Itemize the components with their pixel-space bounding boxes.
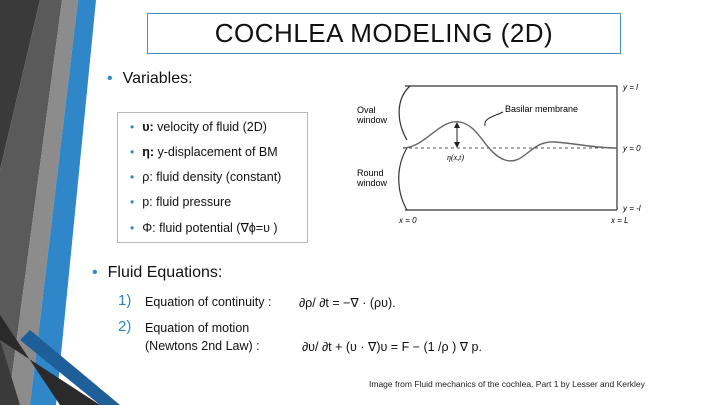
- x-right-label: x = L: [610, 216, 629, 225]
- x-left-label: x = 0: [398, 216, 417, 225]
- bullet-icon: •: [130, 120, 135, 134]
- bullet-icon: •: [130, 170, 135, 184]
- eta-label: η(x,t): [447, 153, 464, 162]
- equation-label-2: (Newtons 2nd Law) :: [145, 339, 260, 353]
- variable-text: velocity of fluid (2D): [157, 120, 267, 134]
- y-top-label: y = l: [622, 83, 638, 92]
- variable-item: • ρ: fluid density (constant): [130, 170, 281, 184]
- title-box: COCHLEA MODELING (2D): [147, 13, 621, 54]
- bullet-icon: •: [130, 221, 135, 235]
- basilar-membrane-line: [402, 121, 618, 162]
- equation-formula: ∂ρ/ ∂t = −∇ · (ρυ).: [299, 296, 396, 310]
- eta-arrowhead-up: [454, 122, 460, 128]
- equation-number: 1): [118, 292, 132, 309]
- variable-symbol: υ:: [142, 120, 154, 134]
- equations-heading: • Fluid Equations:: [92, 264, 222, 282]
- variable-text: fluid pressure: [156, 195, 232, 209]
- variable-item: • Φ: fluid potential (∇ϕ=υ ): [130, 220, 278, 235]
- variable-symbol: p:: [142, 195, 153, 209]
- eta-arrowhead-down: [454, 142, 460, 148]
- bullet-icon: •: [130, 145, 135, 159]
- variable-item: • υ: velocity of fluid (2D): [130, 120, 267, 134]
- equation-label: Equation of continuity :: [145, 295, 272, 309]
- variables-box: • υ: velocity of fluid (2D) • η: y-displac…: [117, 112, 308, 243]
- variables-heading-text: Variables:: [122, 70, 193, 87]
- bullet-icon: •: [130, 195, 135, 209]
- variable-item: • p: fluid pressure: [130, 195, 231, 209]
- membrane-pointer: [484, 111, 504, 127]
- y-mid-label: y = 0: [622, 144, 641, 153]
- equation-number: 2): [118, 318, 132, 335]
- oval-window-curve: [398, 85, 411, 141]
- equation-formula: ∂υ/ ∂t + (υ · ∇)υ = F − (1 /ρ ) ∇ p.: [302, 340, 482, 354]
- variable-text: y-displacement of BM: [157, 145, 278, 159]
- bullet-icon: •: [92, 264, 98, 281]
- variables-heading: • Variables:: [107, 70, 193, 88]
- variable-text: fluid potential (∇ϕ=υ ): [159, 221, 278, 235]
- variable-symbol: ρ:: [142, 170, 153, 184]
- basilar-membrane-label: Basilar membrane: [505, 104, 578, 114]
- decorative-stripes: [0, 0, 120, 405]
- variable-symbol: η:: [142, 145, 155, 159]
- variable-symbol: Φ:: [142, 221, 156, 235]
- image-credit: Image from Fluid mechanics of the cochle…: [369, 379, 645, 389]
- variable-item: • η: y-displacement of BM: [130, 145, 278, 159]
- page-title: COCHLEA MODELING (2D): [214, 18, 554, 48]
- round-window-curve: [398, 147, 408, 211]
- variable-text: fluid density (constant): [156, 170, 282, 184]
- equations-heading-text: Fluid Equations:: [107, 264, 223, 281]
- equation-label: Equation of motion: [145, 321, 250, 335]
- bullet-icon: •: [107, 70, 113, 87]
- y-bottom-label: y = -l: [622, 204, 641, 213]
